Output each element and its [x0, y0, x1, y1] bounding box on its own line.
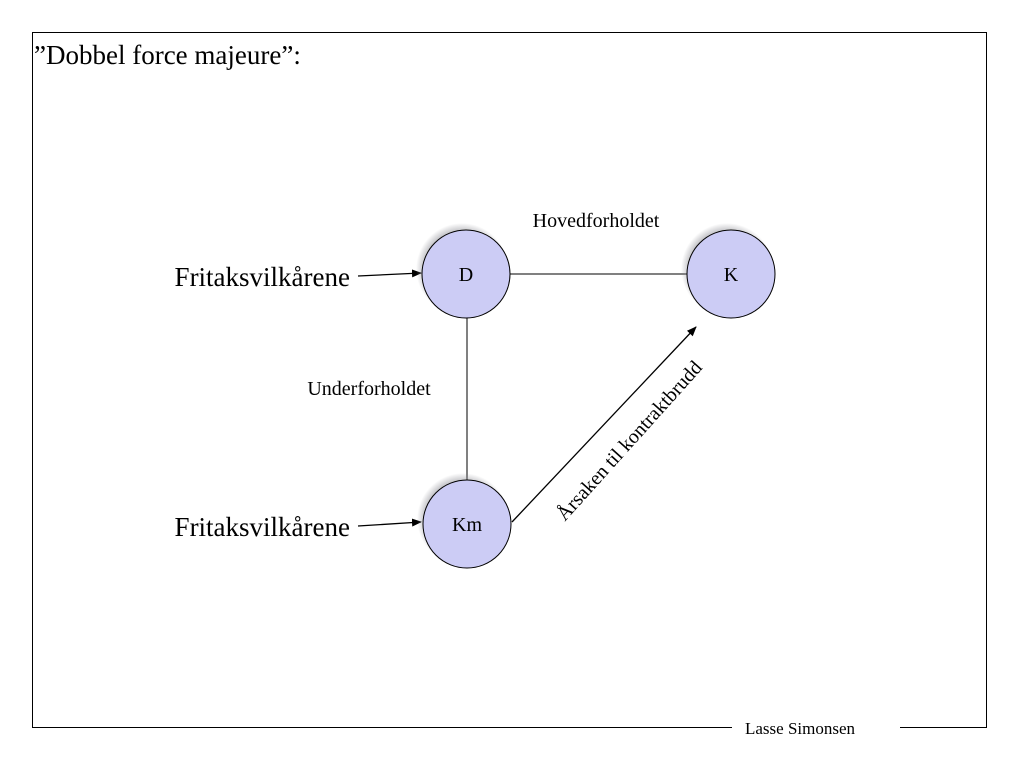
slide-title: ”Dobbel force majeure”:: [34, 40, 305, 71]
node-k: K: [681, 223, 776, 319]
node-k-label: K: [724, 264, 739, 286]
exemption-label-bottom: Fritaksvilkårene: [175, 512, 350, 542]
exemption-arrow-top: [357, 269, 422, 278]
node-k-circle: [686, 229, 776, 319]
cause-arrow: [511, 326, 697, 523]
node-km-label: Km: [452, 514, 482, 536]
main-relation-label: Hovedforholdet: [533, 210, 660, 232]
exemption-label-top: Fritaksvilkårene: [175, 262, 350, 292]
slide-frame: [32, 32, 987, 728]
node-km-circle: [422, 479, 512, 569]
exemption-arrow-bottom: [357, 518, 422, 527]
sub-relation-label: Underforholdet: [307, 378, 431, 400]
node-km: Km: [417, 473, 512, 569]
cause-label: Årsaken til kontraktbrudd: [552, 357, 707, 525]
footer-author: Lasse Simonsen: [745, 719, 856, 739]
node-d-label: D: [459, 264, 473, 286]
node-d: D: [416, 223, 511, 319]
node-d-circle: [421, 229, 511, 319]
